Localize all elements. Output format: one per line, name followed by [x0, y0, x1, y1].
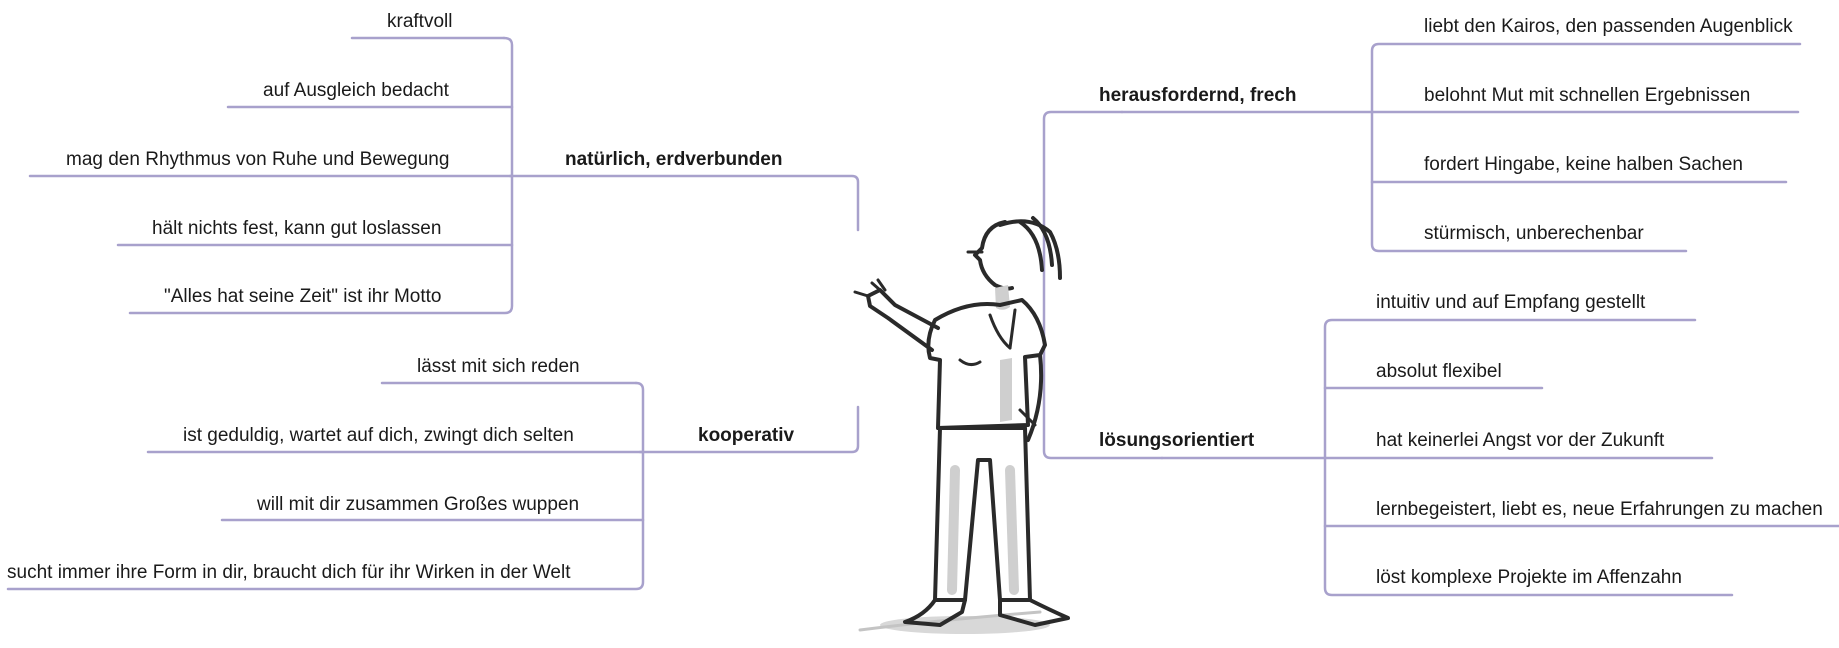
branch-label-natuerlich: natürlich, erdverbunden: [565, 149, 783, 170]
branch-label-herausfordernd: herausfordernd, frech: [1099, 85, 1297, 106]
branch-label-loesungsorientiert: lösungsorientiert: [1099, 430, 1255, 451]
branch-label-kooperativ: kooperativ: [698, 425, 795, 446]
connector-kooperativ-spine: [6, 381, 645, 591]
connector-lines: [6, 36, 1839, 597]
item-kraftvoll: kraftvoll: [387, 11, 453, 32]
item-geduldig: ist geduldig, wartet auf dich, zwingt di…: [183, 425, 574, 446]
item-stuermisch: stürmisch, unberechenbar: [1424, 223, 1644, 244]
item-hingabe: fordert Hingabe, keine halben Sachen: [1424, 154, 1744, 175]
item-flexibel: absolut flexibel: [1376, 361, 1502, 382]
connector-kooperativ-main: [638, 405, 860, 454]
item-lernbegeistert: lernbegeistert, liebt es, neue Erfahrung…: [1376, 499, 1823, 520]
item-motto: "Alles hat seine Zeit" ist ihr Motto: [164, 286, 442, 307]
connector-herausfordernd-spine: [1370, 42, 1802, 253]
item-kairos: liebt den Kairos, den passenden Augenbli…: [1424, 16, 1793, 37]
item-loslassen: hält nichts fest, kann gut loslassen: [152, 218, 442, 239]
connector-natuerlich-main: [508, 174, 860, 232]
item-ausgleich: auf Ausgleich bedacht: [263, 80, 449, 101]
item-affenzahn: löst komplexe Projekte im Affenzahn: [1376, 567, 1682, 588]
item-grosses: will mit dir zusammen Großes wuppen: [257, 494, 580, 515]
connector-right-trunk: [1042, 110, 1164, 460]
item-zukunft: hat keinerlei Angst vor der Zukunft: [1376, 430, 1665, 451]
item-intuitiv: intuitiv und auf Empfang gestellt: [1376, 292, 1646, 313]
item-reden: lässt mit sich reden: [417, 356, 580, 377]
standing-woman-illustration: [853, 216, 1070, 634]
item-mut: belohnt Mut mit schnellen Ergebnissen: [1424, 85, 1751, 106]
connector-natuerlich-spine: [128, 36, 514, 315]
item-rhythmus: mag den Rhythmus von Ruhe und Bewegung: [66, 149, 450, 170]
item-form: sucht immer ihre Form in dir, braucht di…: [7, 562, 571, 583]
